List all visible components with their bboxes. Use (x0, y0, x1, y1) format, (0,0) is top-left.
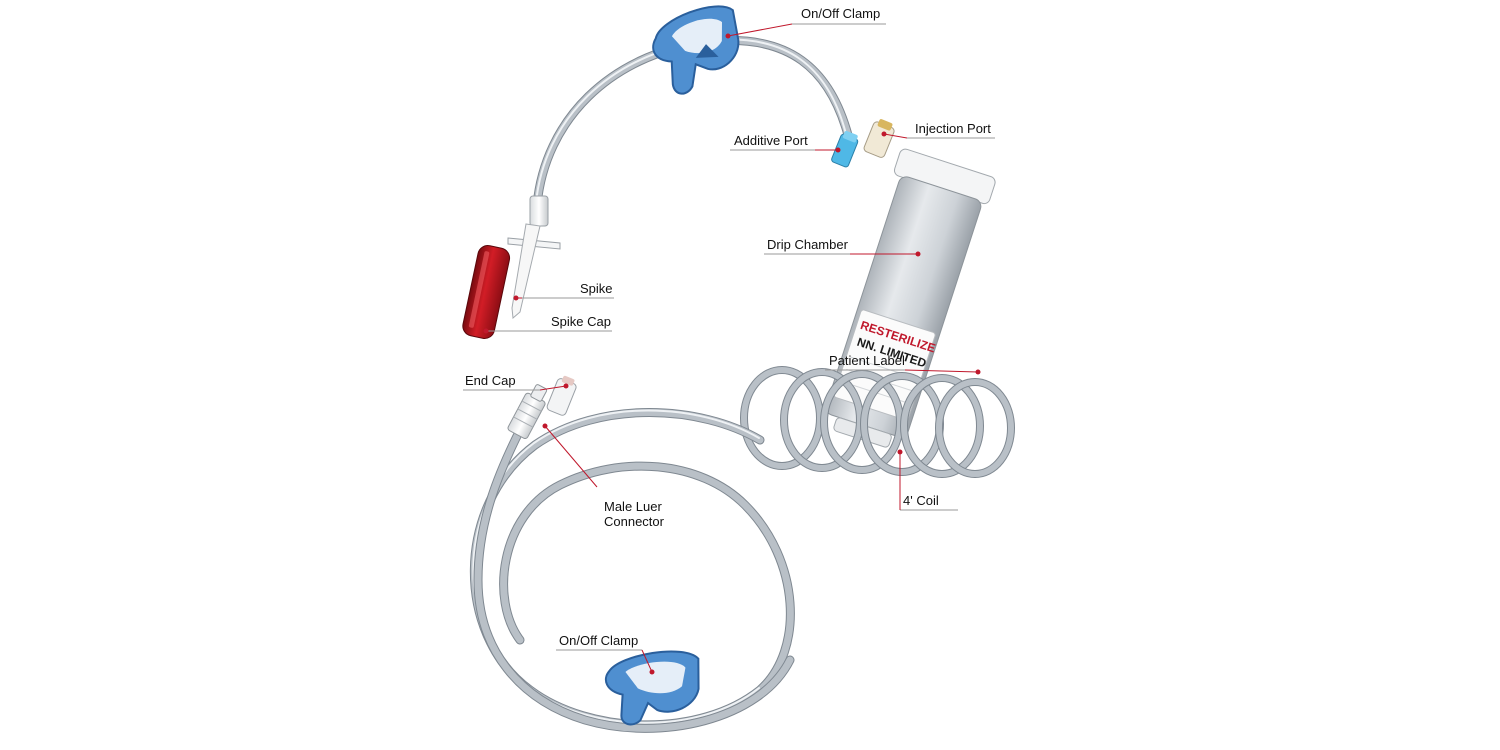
injection-port (863, 119, 895, 158)
label-clamp-top: On/Off Clamp (801, 6, 880, 21)
leader-lines (463, 23, 995, 675)
label-additive-port: Additive Port (734, 133, 808, 148)
label-male-luer-line2: Connector (604, 514, 665, 529)
label-clamp-bottom: On/Off Clamp (559, 633, 638, 648)
label-spike: Spike (580, 281, 613, 296)
coil (740, 366, 1015, 478)
male-luer-connector (507, 384, 548, 440)
labels: On/Off Clamp Injection Port Additive Por… (465, 6, 991, 648)
label-coil: 4' Coil (903, 493, 939, 508)
additive-port (831, 130, 859, 168)
label-injection-port: Injection Port (915, 121, 991, 136)
clamp-top-icon (652, 5, 740, 95)
lower-tubing (469, 408, 795, 733)
label-drip-chamber: Drip Chamber (767, 237, 849, 252)
label-end-cap: End Cap (465, 373, 516, 388)
end-cap (546, 375, 577, 416)
clamp-bottom-icon (605, 650, 700, 726)
spike (507, 195, 561, 320)
label-patient-label: Patient Label (829, 353, 905, 368)
label-male-luer-line1: Male Luer (604, 499, 662, 514)
spike-cap (462, 245, 511, 339)
label-spike-cap: Spike Cap (551, 314, 611, 329)
